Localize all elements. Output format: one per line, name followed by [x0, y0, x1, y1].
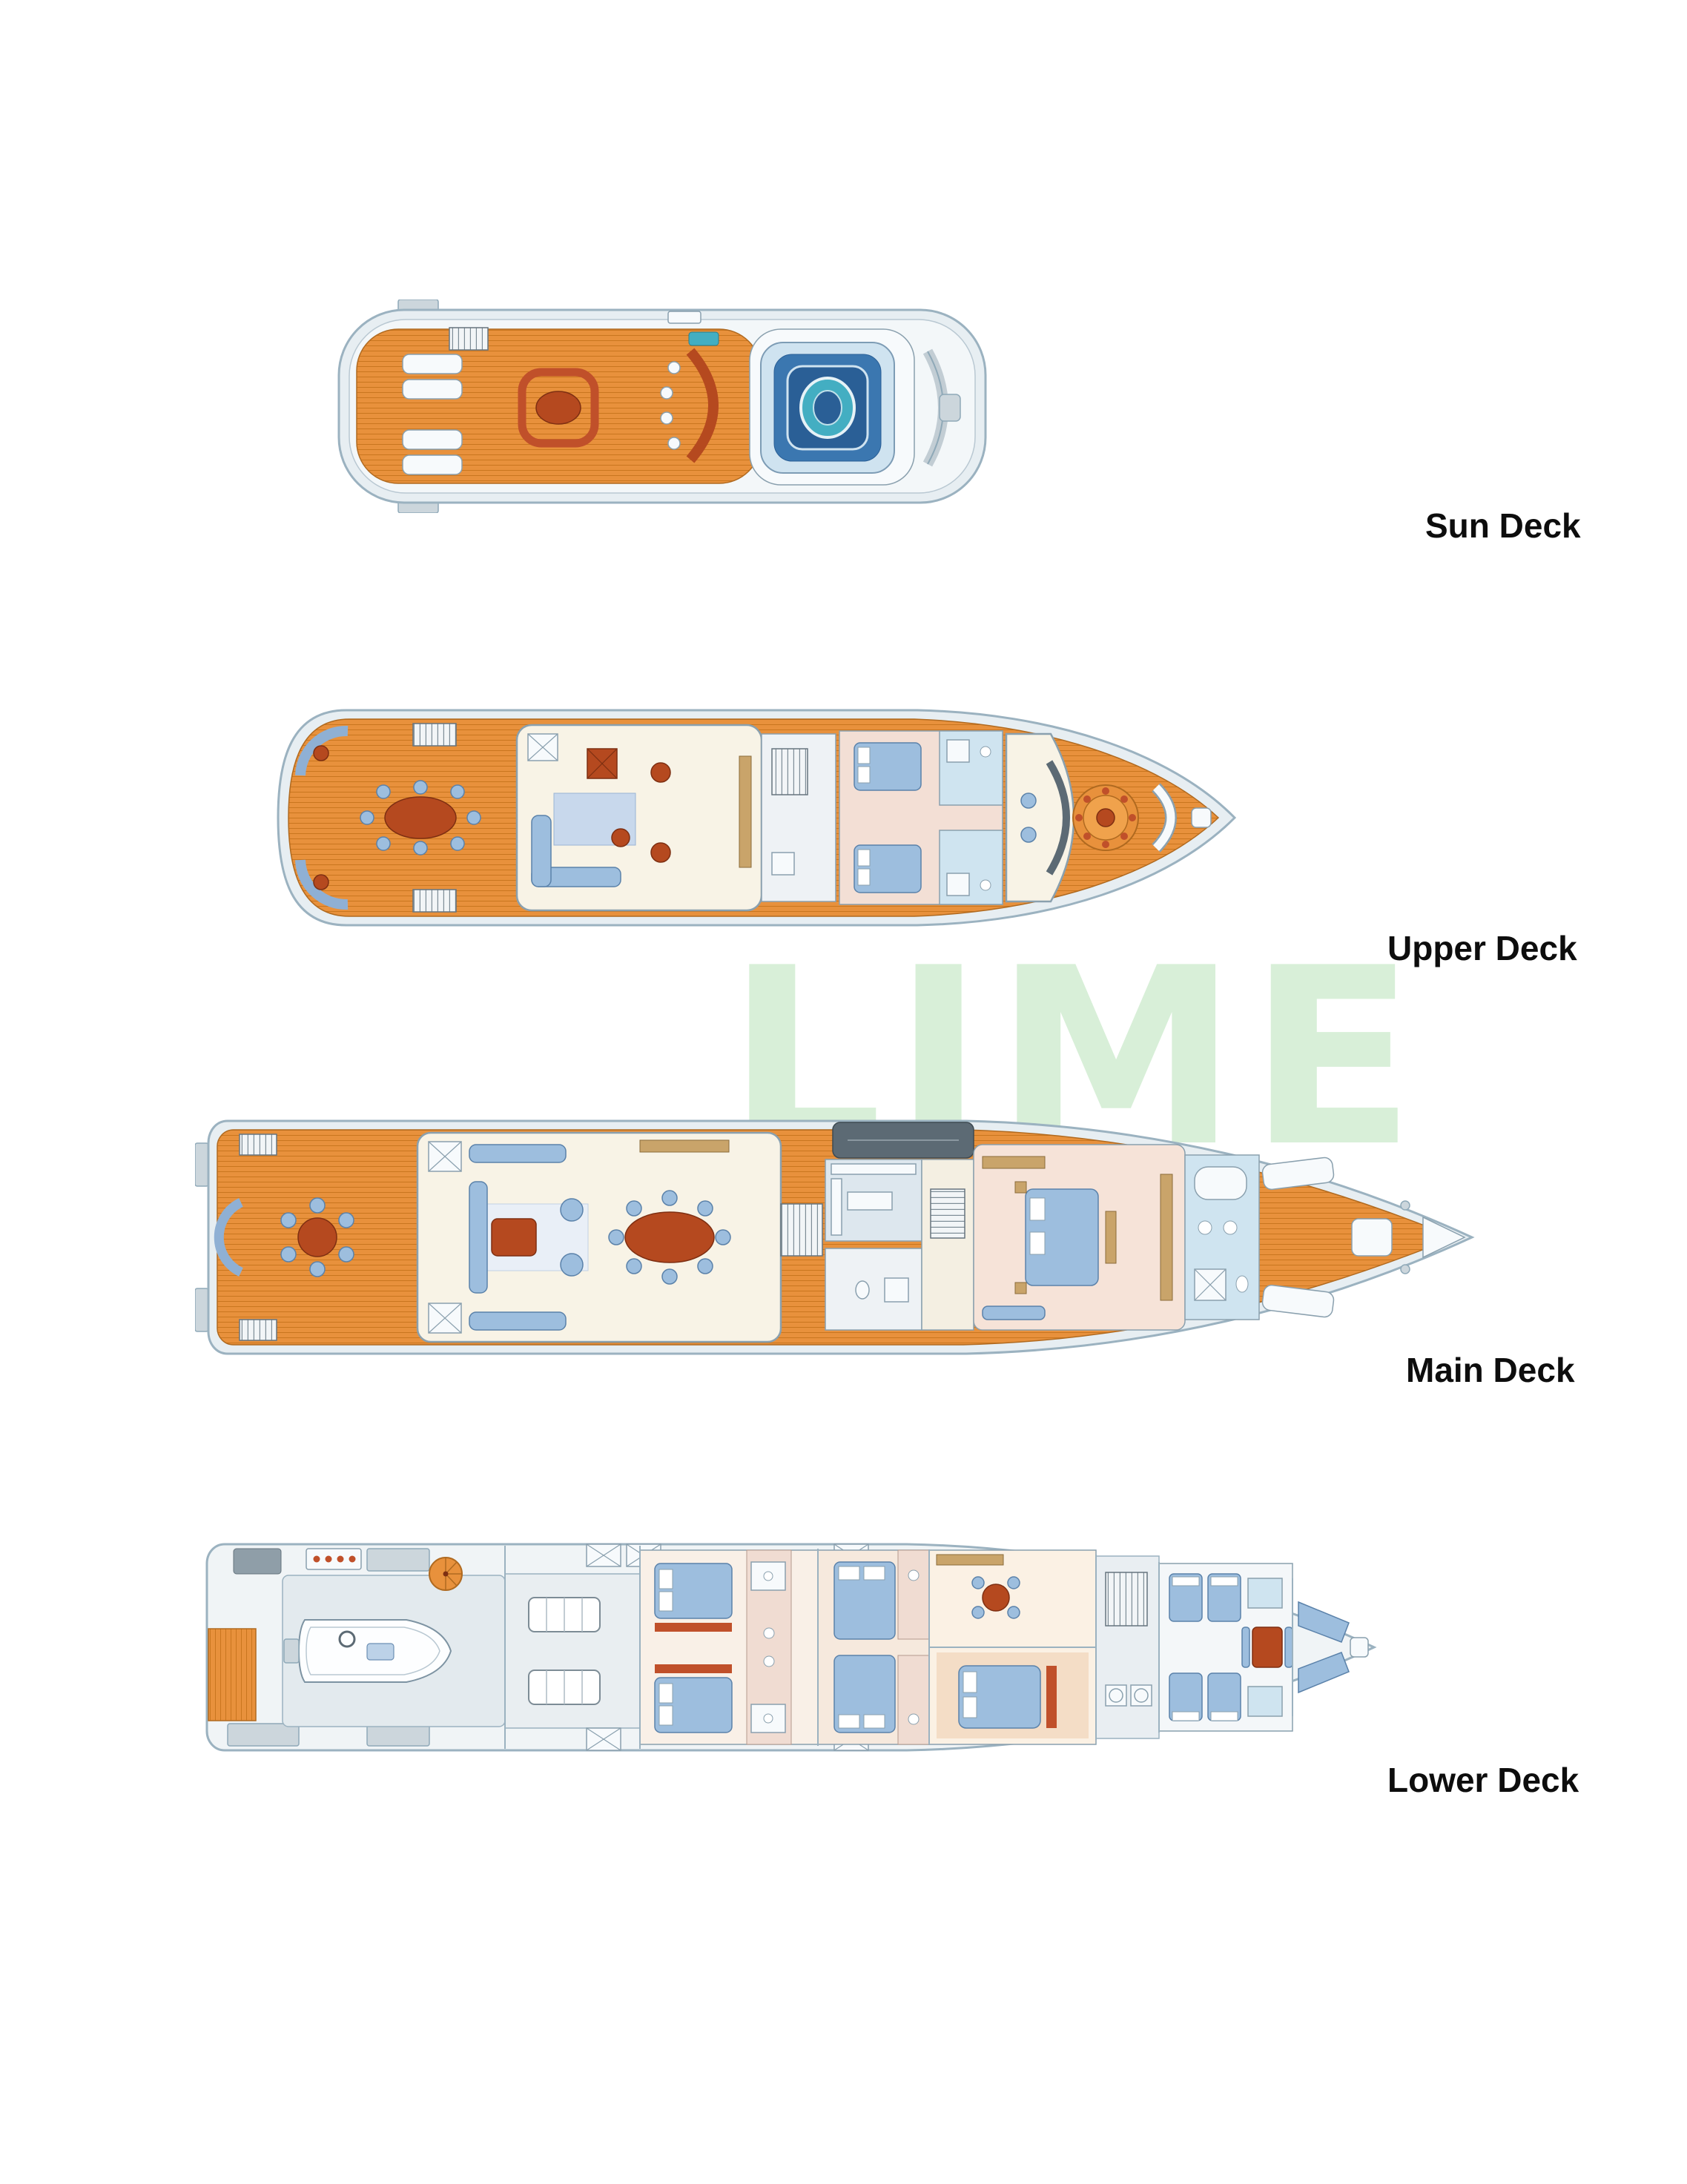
upper-deck-plan	[277, 709, 1237, 927]
bow-round-settee	[1072, 784, 1139, 851]
sun-deck-plan	[337, 300, 987, 513]
guest-cabins-mid	[817, 1549, 930, 1745]
guest-cabins-aft	[639, 1549, 819, 1745]
master-bathroom	[1184, 1154, 1260, 1320]
lobby-stairs	[780, 1159, 974, 1331]
aft-stairs	[412, 723, 457, 913]
radar-arch	[922, 348, 961, 467]
bulkheads	[504, 1546, 1293, 1749]
stern-deck-gear	[227, 1548, 430, 1747]
tender-garage	[282, 1575, 506, 1727]
forward-lounge	[1005, 732, 1075, 903]
spa-pool	[749, 328, 915, 486]
stowed-tender-structure	[832, 1122, 974, 1159]
aft-deck-dining-table	[360, 780, 481, 856]
sky-lounge	[515, 724, 763, 912]
crew-quarters	[1158, 1563, 1293, 1732]
bow-berths	[1298, 1601, 1369, 1694]
master-suite	[973, 1144, 1186, 1331]
guest-cabins	[839, 730, 1003, 905]
engine-room	[504, 1573, 641, 1729]
bar-with-stools	[660, 311, 719, 463]
sun-loungers	[402, 354, 463, 475]
spiral-staircase	[429, 1557, 463, 1591]
main-deck-label: Main Deck	[1406, 1351, 1575, 1389]
main-salon	[416, 1131, 782, 1343]
aft-deck-seating	[214, 1197, 354, 1277]
aft-corner-sofas	[295, 725, 349, 910]
galley	[825, 1159, 922, 1331]
upper-deck-label: Upper Deck	[1387, 929, 1577, 967]
bow-seat	[1152, 783, 1212, 853]
pantry-stairs	[761, 733, 836, 902]
swim-platform	[208, 1628, 257, 1721]
stairs-laundry	[1095, 1555, 1160, 1739]
lower-deck-label: Lower Deck	[1387, 1761, 1579, 1799]
lower-deck-plan	[205, 1543, 1377, 1752]
aft-stairs	[449, 327, 489, 351]
aft-stairs	[239, 1134, 277, 1341]
foredeck-sun-pads	[1261, 1156, 1466, 1318]
lounge-seating	[518, 368, 599, 448]
vip-cabin	[928, 1549, 1097, 1745]
sun-deck-label: Sun Deck	[1425, 506, 1581, 545]
main-deck-plan	[195, 1119, 1475, 1355]
stern-platform-tabs	[195, 1142, 209, 1332]
